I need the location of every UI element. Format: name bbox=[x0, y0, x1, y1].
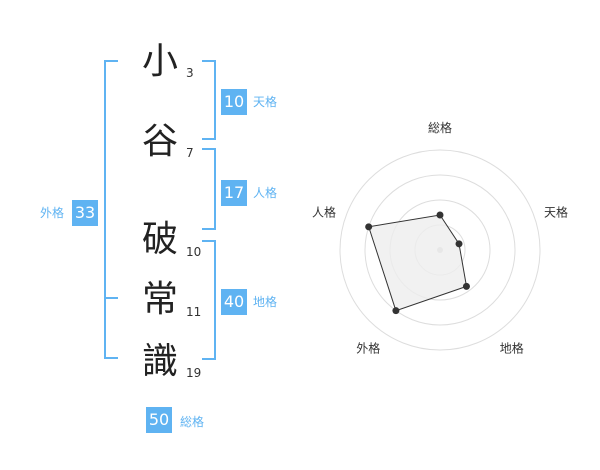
jinkaku-bracket bbox=[202, 148, 216, 230]
radar-ring bbox=[364, 174, 516, 326]
radar-axis-label-3: 地格 bbox=[500, 341, 524, 356]
radar-point-3 bbox=[462, 282, 470, 290]
stroke-count-2: 7 bbox=[186, 146, 194, 160]
tenkaku-label: 天格 bbox=[253, 95, 278, 109]
radar-axis-label-1: 総格 bbox=[428, 120, 452, 135]
name-char-5: 識 bbox=[141, 341, 178, 382]
chikaku-badge: 40 bbox=[221, 289, 247, 315]
name-char-1: 小 bbox=[141, 41, 178, 82]
radar-point-4 bbox=[392, 307, 400, 315]
jinkaku-badge: 17 bbox=[221, 180, 247, 206]
stroke-count-5: 19 bbox=[186, 366, 202, 380]
radar-point-1 bbox=[436, 211, 444, 219]
chikaku-bracket bbox=[202, 240, 216, 360]
stroke-count-3: 10 bbox=[186, 245, 202, 259]
radar-axis-label-4: 外格 bbox=[356, 341, 380, 356]
tenkaku-badge: 10 bbox=[221, 89, 247, 115]
radar-polygon bbox=[368, 214, 468, 312]
stroke-count-4: 11 bbox=[186, 305, 202, 319]
gaikaku-label: 外格 bbox=[40, 206, 65, 220]
radar-point-5 bbox=[365, 223, 373, 231]
name-char-4: 常 bbox=[141, 279, 178, 320]
radar-point-2 bbox=[455, 240, 463, 248]
radar-ring bbox=[339, 149, 541, 351]
tenkaku-bracket bbox=[202, 60, 216, 140]
stroke-count-1: 3 bbox=[186, 66, 194, 80]
radar-axis-label-5: 人格 bbox=[312, 204, 336, 219]
soukaku-label: 総格 bbox=[180, 415, 205, 429]
soukaku-badge: 50 bbox=[146, 407, 172, 433]
gaikaku-badge: 33 bbox=[72, 200, 98, 226]
chikaku-label: 地格 bbox=[253, 295, 278, 309]
name-char-2: 谷 bbox=[141, 121, 178, 162]
name-char-3: 破 bbox=[141, 219, 178, 260]
gaikaku-bracket bbox=[104, 60, 118, 359]
radar-axis-label-2: 天格 bbox=[544, 204, 568, 219]
gaikaku-bracket-mid bbox=[104, 297, 118, 299]
jinkaku-label: 人格 bbox=[253, 186, 278, 200]
